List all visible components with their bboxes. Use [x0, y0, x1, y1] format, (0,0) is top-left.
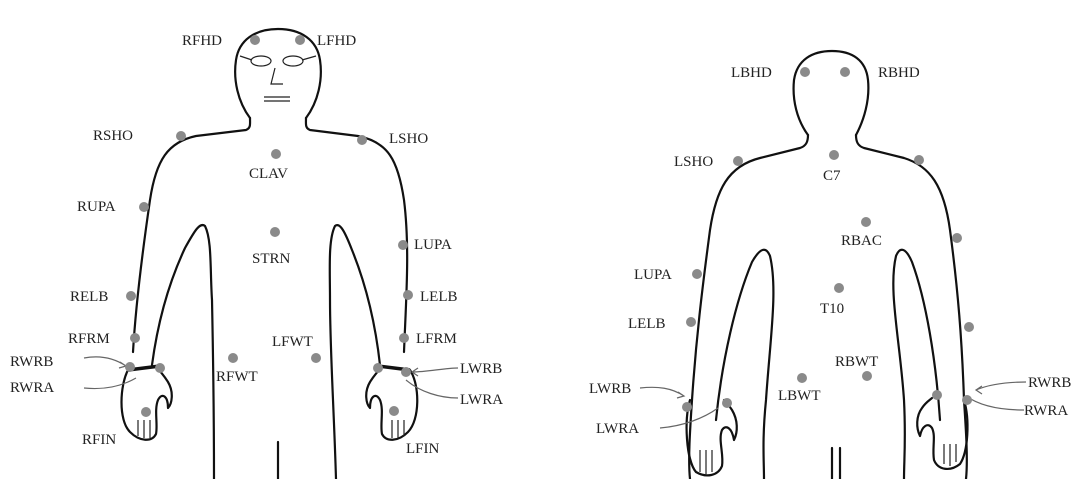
marker-rfrm: [130, 333, 140, 343]
marker-relb-back: [964, 322, 974, 332]
marker-rfin: [141, 407, 151, 417]
label-rfrm: RFRM: [68, 331, 110, 347]
marker-lfhd: [295, 35, 305, 45]
marker-rupa: [139, 202, 149, 212]
marker-rbwt: [862, 371, 872, 381]
label-rbhd: RBHD: [878, 65, 920, 81]
lwrb-arrow: [412, 368, 458, 376]
label-lelb-back: LELB: [628, 316, 666, 332]
label-lwra-back: LWRA: [596, 421, 639, 437]
marker-relb: [126, 291, 136, 301]
rwra-arrow: [84, 378, 136, 389]
label-rbac: RBAC: [841, 233, 882, 249]
marker-lfrm: [399, 333, 409, 343]
marker-lwra-back: [722, 398, 732, 408]
front-right-fingers: [138, 420, 150, 438]
marker-lupa-back: [692, 269, 702, 279]
label-rfin: RFIN: [82, 432, 116, 448]
back-right-fingers: [944, 444, 956, 466]
marker-rwrb-back: [932, 390, 942, 400]
left-eye: [283, 56, 303, 66]
marker-lwra: [401, 367, 411, 377]
back-torso-left-outline: [716, 250, 773, 479]
marker-lbwt: [797, 373, 807, 383]
label-rwrb-back: RWRB: [1028, 375, 1071, 391]
right-eye: [251, 56, 271, 66]
label-clav: CLAV: [249, 166, 288, 182]
label-lbhd: LBHD: [731, 65, 772, 81]
label-rwra-back: RWRA: [1024, 403, 1068, 419]
label-lupa: LUPA: [414, 237, 452, 253]
front-body-outline: [133, 118, 407, 352]
label-lwrb: LWRB: [460, 361, 502, 377]
marker-lfin: [389, 406, 399, 416]
marker-t10: [834, 283, 844, 293]
marker-lsho-back: [733, 156, 743, 166]
label-lsho: LSHO: [389, 131, 428, 147]
back-right-hand: [917, 398, 967, 469]
front-face: [240, 56, 316, 101]
front-head-outline: [235, 29, 321, 118]
label-lfrm: LFRM: [416, 331, 457, 347]
back-left-fingers: [700, 450, 712, 474]
front-torso-left-outline: [152, 225, 214, 479]
label-rfhd: RFHD: [182, 33, 222, 49]
label-lbwt: LBWT: [778, 388, 821, 404]
marker-rfwt: [228, 353, 238, 363]
marker-c7: [829, 150, 839, 160]
marker-lelb-back: [686, 317, 696, 327]
marker-lfwt: [311, 353, 321, 363]
marker-rsho: [176, 131, 186, 141]
marker-lwrb-back: [682, 402, 692, 412]
marker-lelb: [403, 290, 413, 300]
marker-strn: [270, 227, 280, 237]
label-lwrb-back: LWRB: [589, 381, 631, 397]
label-strn: STRN: [252, 251, 291, 267]
marker-clav: [271, 149, 281, 159]
label-lfwt: LFWT: [272, 334, 313, 350]
marker-lbhd: [800, 67, 810, 77]
marker-lupa: [398, 240, 408, 250]
label-rfwt: RFWT: [216, 369, 258, 385]
label-lfhd: LFHD: [317, 33, 356, 49]
marker-rwra-back: [962, 395, 972, 405]
marker-rbac: [861, 217, 871, 227]
label-rupa: RUPA: [77, 199, 116, 215]
rwrb-arrow: [84, 357, 126, 368]
label-lsho-back: LSHO: [674, 154, 713, 170]
label-lfin: LFIN: [406, 441, 440, 457]
lwra-arrow: [406, 380, 458, 398]
front-left-fingers: [392, 420, 404, 438]
lwrb-back-arrow: [640, 387, 684, 398]
back-head-outline: [794, 51, 869, 135]
front-view: RFHD LFHD RSHO LSHO CLAV RUPA STRN LUPA …: [10, 29, 503, 479]
marker-rfhd: [250, 35, 260, 45]
label-rsho: RSHO: [93, 128, 133, 144]
marker-lwrb: [373, 363, 383, 373]
label-t10: T10: [820, 301, 844, 317]
front-torso-right-outline: [330, 225, 380, 479]
back-view: LBHD RBHD LSHO C7 RBAC LUPA T10 LELB RBW…: [589, 51, 1071, 479]
label-relb: RELB: [70, 289, 108, 305]
label-rbwt: RBWT: [835, 354, 878, 370]
label-lupa-back: LUPA: [634, 267, 672, 283]
marker-rupa-back: [952, 233, 962, 243]
label-rwra: RWRA: [10, 380, 54, 396]
label-c7: C7: [823, 168, 841, 184]
marker-lsho: [357, 135, 367, 145]
marker-rwra: [155, 363, 165, 373]
label-rwrb: RWRB: [10, 354, 53, 370]
front-right-hand: [122, 368, 172, 440]
back-leg-inner: [832, 448, 840, 479]
marker-rbhd: [840, 67, 850, 77]
rwra-back-arrow: [966, 396, 1024, 410]
marker-rwrb: [125, 362, 135, 372]
rwrb-back-arrow: [976, 382, 1026, 394]
label-lwra: LWRA: [460, 392, 503, 408]
label-lelb: LELB: [420, 289, 458, 305]
marker-rsho-back: [914, 155, 924, 165]
